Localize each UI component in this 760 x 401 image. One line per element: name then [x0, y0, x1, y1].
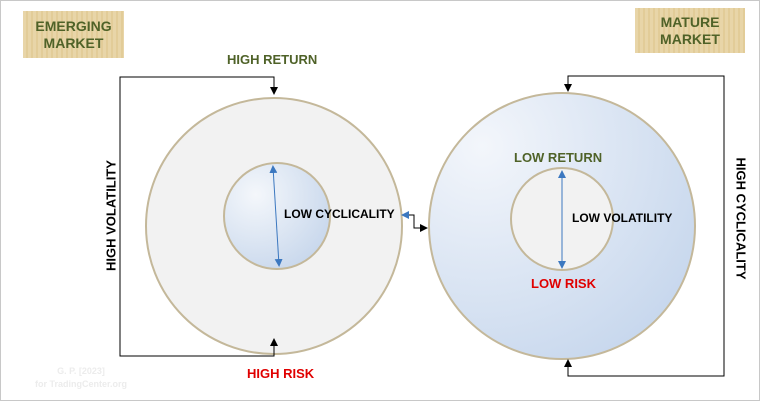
- low-return-label: LOW RETURN: [514, 150, 603, 165]
- emerging-inner-arrow: [269, 165, 283, 267]
- emerging-bottom-connector: [119, 217, 278, 357]
- high-volatility-label: HIGH VOLATILITY: [103, 160, 119, 271]
- low-volatility-label: LOW VOLATILITY: [572, 211, 673, 225]
- watermark-line: G. P. [2023]: [57, 366, 105, 376]
- high-risk-label: HIGH RISK: [247, 366, 315, 381]
- low-cyclicality-label: LOW CYCLICALITY: [284, 207, 395, 221]
- mature-bottom-connector: [564, 221, 725, 377]
- low-risk-label: LOW RISK: [531, 276, 596, 291]
- mature-top-connector: [564, 75, 725, 221]
- title-line: MATURE: [660, 13, 720, 30]
- emerging-top-connector: [119, 76, 278, 217]
- title-line: MARKET: [660, 30, 720, 47]
- high-cyclicality-label: HIGH CYCLICALITY: [733, 157, 749, 280]
- title-line: MARKET: [43, 34, 104, 51]
- watermark-line: for TradingCenter.org: [34, 379, 127, 389]
- high-return-label: HIGH RETURN: [227, 52, 318, 67]
- title-line: EMERGING: [35, 17, 112, 34]
- middle-connector: [401, 211, 428, 232]
- watermark: G. P. [2023] for TradingCenter.org: [26, 365, 136, 391]
